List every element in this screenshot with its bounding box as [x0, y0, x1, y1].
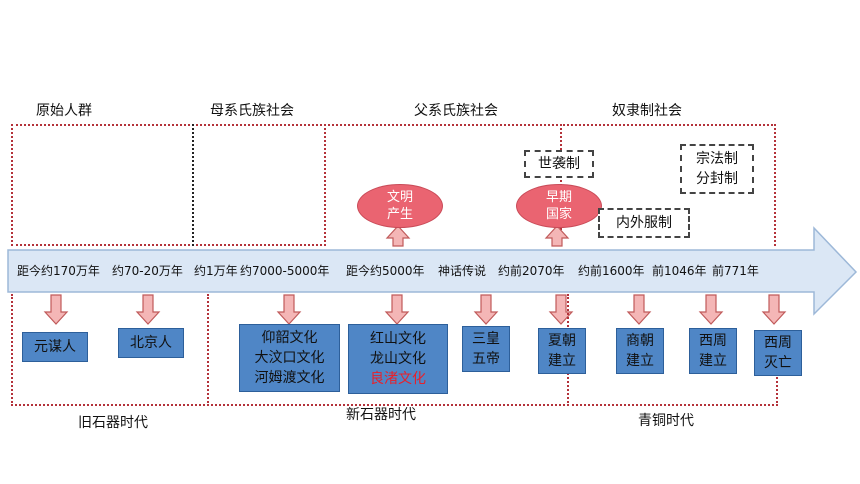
- period-primitive-label: 原始人群: [36, 103, 92, 119]
- event-xizhou-fall: 西周 灭亡: [754, 330, 802, 376]
- event-xizhou-founded: 西周 建立: [689, 328, 737, 374]
- down-arrow-beijing: [135, 294, 161, 325]
- event-label: 建立: [626, 353, 654, 369]
- event-label: 灭亡: [764, 355, 792, 371]
- down-arrow-sanhuang: [473, 294, 499, 325]
- event-label: 西周: [699, 333, 727, 349]
- period-primitive-box: [11, 124, 194, 246]
- oval-line: 文明: [386, 190, 413, 205]
- system-label: 内外服制: [616, 215, 672, 231]
- up-arrow-early-state: [544, 225, 570, 247]
- era-paleolithic-box: [11, 294, 209, 406]
- period-patriarchal-label: 父系氏族社会: [414, 103, 498, 119]
- system-label: 分封制: [696, 171, 738, 187]
- inner-outer-system-box: 内外服制: [598, 208, 690, 238]
- timeline-label: 约前2070年: [498, 264, 565, 278]
- event-label: 龙山文化: [370, 351, 426, 367]
- up-arrow-civilization: [385, 225, 411, 247]
- event-label: 元谋人: [34, 339, 76, 355]
- system-label: 宗法制: [696, 151, 738, 167]
- timeline-label: 前1046年: [652, 264, 707, 278]
- oval-line: 早期: [545, 190, 572, 205]
- event-cultures-1: 仰韶文化 大汶口文化 河姆渡文化: [239, 324, 340, 392]
- early-state-oval: 早期 国家: [516, 184, 602, 228]
- era-paleolithic-label: 旧石器时代: [78, 415, 148, 431]
- down-arrow-yuanmou: [43, 294, 69, 325]
- event-label: 夏朝: [548, 333, 576, 349]
- timeline-label: 约1万年: [194, 264, 238, 278]
- event-label: 仰韶文化: [261, 330, 318, 346]
- period-divider-dark: [192, 124, 194, 246]
- event-label: 建立: [699, 353, 727, 369]
- event-beijing: 北京人: [118, 328, 184, 358]
- system-label: 世袭制: [538, 156, 580, 172]
- timeline-label: 约7000-5000年: [240, 264, 330, 278]
- civilization-oval: 文明 产生: [357, 184, 443, 228]
- timeline-label: 神话传说: [438, 264, 487, 278]
- hereditary-system-box: 世袭制: [524, 150, 594, 178]
- event-cultures-2: 红山文化 龙山文化 良渚文化: [348, 324, 448, 394]
- oval-line: 国家: [545, 207, 572, 222]
- oval-line: 产生: [386, 207, 413, 222]
- event-label: 三皇: [472, 331, 500, 347]
- timeline-arrow: [7, 226, 858, 316]
- down-arrow-xizhou-fall: [761, 294, 787, 325]
- clan-system-box: 宗法制 分封制: [680, 144, 754, 194]
- event-label: 西周: [764, 335, 792, 351]
- timeline-label: 距今约170万年: [17, 264, 100, 278]
- period-matriarchal-label: 母系氏族社会: [210, 103, 294, 119]
- event-label: 大汶口文化: [254, 350, 325, 366]
- timeline-label: 约70-20万年: [112, 264, 183, 278]
- down-arrow-xizhou-founded: [698, 294, 724, 325]
- event-label: 河姆渡文化: [254, 370, 325, 386]
- event-sanhuang: 三皇 五帝: [462, 326, 510, 372]
- event-label-liangzhu: 良渚文化: [370, 371, 426, 387]
- event-label: 五帝: [472, 351, 500, 367]
- era-bronze-box: [567, 350, 778, 406]
- down-arrow-culture1: [276, 294, 302, 325]
- event-label: 建立: [548, 353, 576, 369]
- event-label: 商朝: [626, 333, 654, 349]
- period-patriarchal-box: [324, 124, 562, 246]
- timeline-label: 距今约5000年: [346, 264, 425, 278]
- event-label: 北京人: [130, 335, 172, 351]
- period-slavery-label: 奴隶制社会: [612, 103, 682, 119]
- era-neolithic-label: 新石器时代: [346, 407, 416, 423]
- down-arrow-culture2: [384, 294, 410, 325]
- event-shang: 商朝 建立: [616, 328, 664, 374]
- event-xia: 夏朝 建立: [538, 328, 586, 374]
- timeline-label: 前771年: [712, 264, 759, 278]
- event-label: 红山文化: [370, 331, 426, 347]
- down-arrow-shang: [626, 294, 652, 325]
- era-bronze-label: 青铜时代: [638, 413, 694, 429]
- down-arrow-xia: [548, 294, 574, 325]
- event-yuanmou: 元谋人: [22, 332, 88, 362]
- period-matriarchal-box: [196, 124, 326, 246]
- timeline-label: 约前1600年: [578, 264, 645, 278]
